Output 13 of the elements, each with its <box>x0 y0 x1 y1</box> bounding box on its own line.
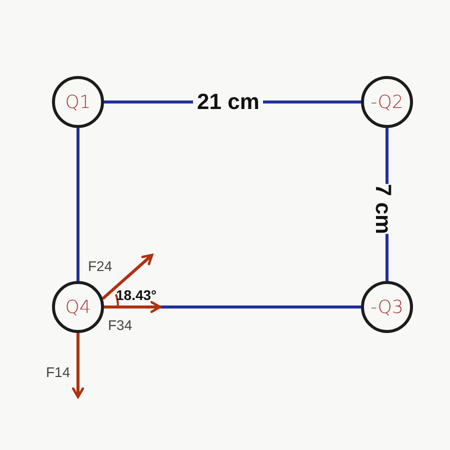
charge-circle <box>361 76 413 128</box>
charge-label: Q4 <box>65 296 91 318</box>
charge-label: -Q3 <box>370 296 404 318</box>
force-label: F14 <box>46 365 70 379</box>
force-label: F34 <box>108 318 132 332</box>
charge-circle <box>52 281 104 333</box>
connector-line <box>76 128 80 281</box>
charge-circle <box>52 76 104 128</box>
charge-label: Q1 <box>65 92 91 112</box>
charge-label: -Q2 <box>370 92 404 112</box>
force-label: F24 <box>88 259 112 273</box>
angle-label: 18.43° <box>116 288 157 302</box>
charge-circle <box>361 281 413 333</box>
